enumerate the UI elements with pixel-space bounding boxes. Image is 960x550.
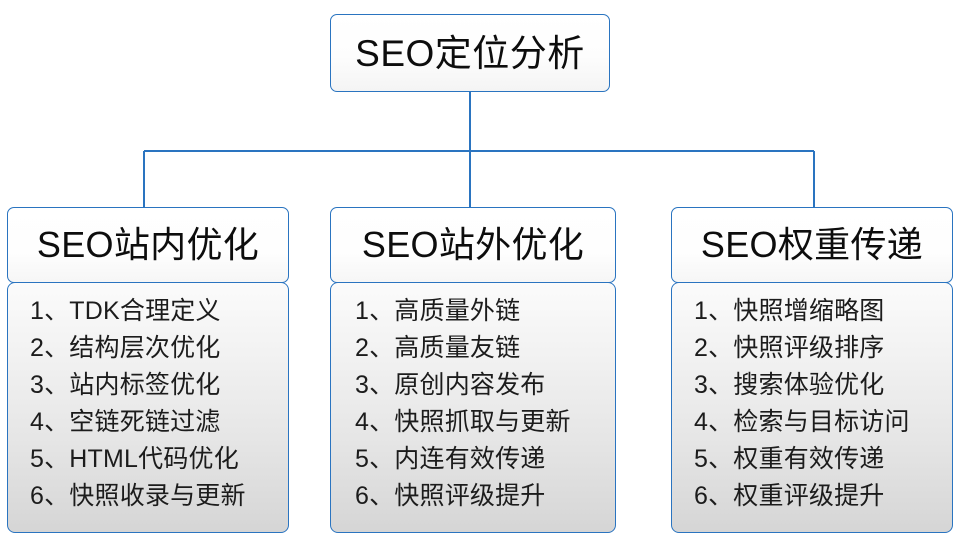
list-item: 6、快照收录与更新 — [30, 482, 246, 510]
list-item: 2、高质量友链 — [355, 334, 521, 362]
branch-item-list: 1、高质量外链 2、高质量友链 3、原创内容发布 4、快照抓取与更新 5、内连有… — [331, 293, 615, 515]
list-item: 4、检索与目标访问 — [694, 408, 910, 436]
branch-header-on-site[interactable]: SEO站内优化 — [7, 207, 289, 283]
list-item: 5、权重有效传递 — [694, 445, 885, 473]
branch-column-off-site: SEO站外优化 1、高质量外链 2、高质量友链 3、原创内容发布 4、快照抓取与… — [330, 207, 616, 533]
branch-header-label: SEO权重传递 — [700, 224, 924, 265]
branch-column-weight-transfer: SEO权重传递 1、快照增缩略图 2、快照评级排序 3、搜索体验优化 4、检索与… — [671, 207, 953, 533]
branch-header-weight-transfer[interactable]: SEO权重传递 — [671, 207, 953, 283]
branch-header-off-site[interactable]: SEO站外优化 — [330, 207, 616, 283]
branch-item-list: 1、TDK合理定义 2、结构层次优化 3、站内标签优化 4、空链死链过滤 5、H… — [8, 293, 288, 515]
branch-item-list: 1、快照增缩略图 2、快照评级排序 3、搜索体验优化 4、检索与目标访问 5、权… — [672, 293, 952, 515]
list-item: 6、快照评级提升 — [355, 482, 546, 510]
list-item: 4、快照抓取与更新 — [355, 408, 571, 436]
branch-body-weight-transfer: 1、快照增缩略图 2、快照评级排序 3、搜索体验优化 4、检索与目标访问 5、权… — [671, 282, 953, 533]
list-item: 2、快照评级排序 — [694, 334, 885, 362]
branch-header-label: SEO站内优化 — [36, 224, 260, 265]
list-item: 1、高质量外链 — [355, 297, 521, 325]
branch-body-off-site: 1、高质量外链 2、高质量友链 3、原创内容发布 4、快照抓取与更新 5、内连有… — [330, 282, 616, 533]
list-item: 3、站内标签优化 — [30, 371, 221, 399]
list-item: 4、空链死链过滤 — [30, 408, 221, 436]
branch-body-on-site: 1、TDK合理定义 2、结构层次优化 3、站内标签优化 4、空链死链过滤 5、H… — [7, 282, 289, 533]
list-item: 3、搜索体验优化 — [694, 371, 885, 399]
root-node-label: SEO定位分析 — [355, 32, 585, 74]
list-item: 1、TDK合理定义 — [30, 297, 221, 325]
root-node[interactable]: SEO定位分析 — [330, 14, 610, 92]
list-item: 6、权重评级提升 — [694, 482, 885, 510]
list-item: 5、HTML代码优化 — [30, 445, 239, 473]
list-item: 2、结构层次优化 — [30, 334, 221, 362]
list-item: 1、快照增缩略图 — [694, 297, 885, 325]
branch-column-on-site: SEO站内优化 1、TDK合理定义 2、结构层次优化 3、站内标签优化 4、空链… — [7, 207, 289, 533]
list-item: 3、原创内容发布 — [355, 371, 546, 399]
branch-header-label: SEO站外优化 — [361, 224, 585, 265]
list-item: 5、内连有效传递 — [355, 445, 546, 473]
